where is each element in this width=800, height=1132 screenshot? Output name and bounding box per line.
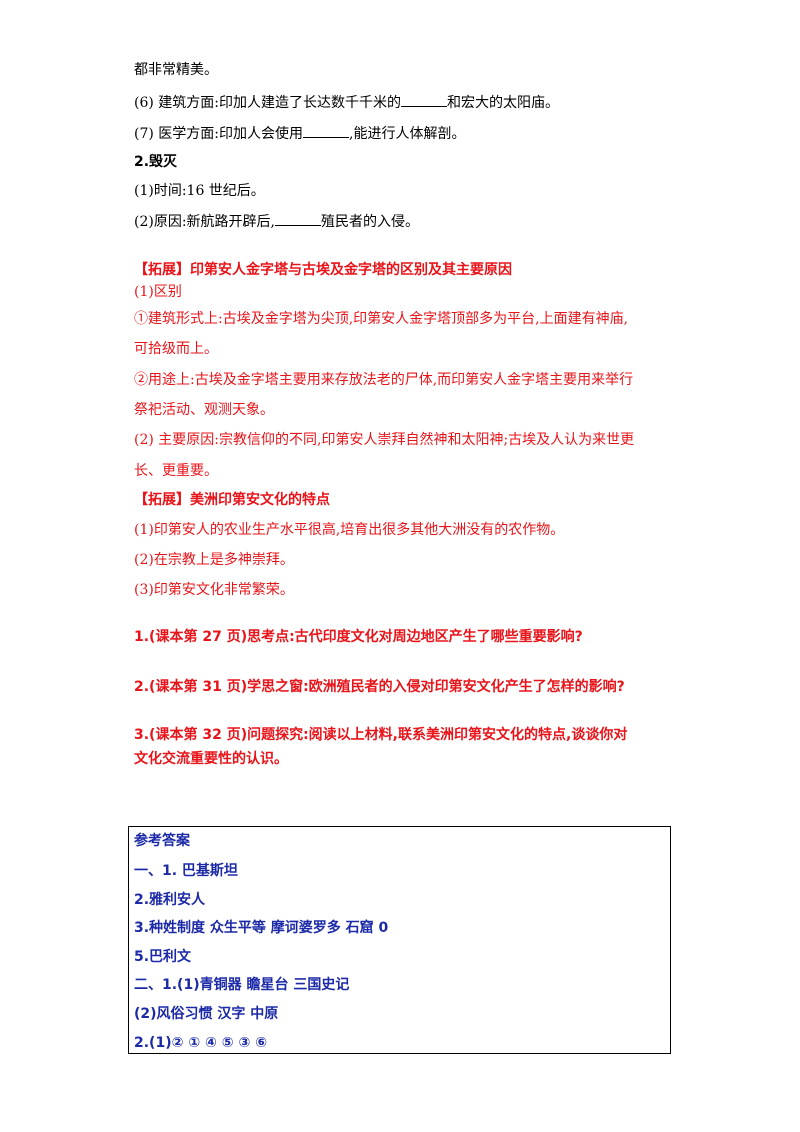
- question: 1.(课本第 27 页)思考点:古代印度文化对周边地区产生了哪些重要影响?: [134, 629, 583, 645]
- text-segment: (6) 建筑方面:印加人建造了长达数千千米的: [134, 95, 401, 111]
- answer-line: 3.种姓制度 众生平等 摩诃婆罗多 石窟 0: [134, 920, 389, 936]
- section-heading: 2.毁灭: [134, 154, 178, 170]
- answer-line: 一、1. 巴基斯坦: [134, 863, 238, 879]
- extension-text: ②用途上:古埃及金字塔主要用来存放法老的尸体,而印第安人金字塔主要用来举行: [134, 372, 634, 388]
- fill-blank[interactable]: [303, 123, 349, 138]
- text-line: 都非常精美。: [134, 62, 218, 78]
- answer-title: 参考答案: [134, 833, 190, 849]
- extension-text: ①建筑形式上:古埃及金字塔为尖顶,印第安人金字塔顶部多为平台,上面建有神庙,: [134, 311, 629, 327]
- text-segment: 和宏大的太阳庙。: [447, 95, 559, 111]
- text-segment: ,能进行人体解剖。: [349, 126, 466, 142]
- question: 3.(课本第 32 页)问题探究:阅读以上材料,联系美洲印第安文化的特点,谈谈你…: [134, 727, 628, 743]
- text-line-medicine: (7) 医学方面:印加人会使用 ,能进行人体解剖。: [134, 123, 465, 144]
- answer-line: (2)风俗习惯 汉字 中原: [134, 1006, 279, 1022]
- answer-line: 5.巴利文: [134, 949, 192, 965]
- extension-text: (1)区别: [134, 284, 182, 300]
- answer-line: 二、1.(1)青铜器 瞻星台 三国史记: [134, 977, 350, 993]
- text-segment: (2)原因:新航路开辟后,: [134, 214, 275, 230]
- extension-text: (2)在宗教上是多神崇拜。: [134, 552, 294, 568]
- text-segment: 殖民者的入侵。: [321, 214, 419, 230]
- text-line-reason: (2)原因:新航路开辟后, 殖民者的入侵。: [134, 211, 419, 232]
- question: 文化交流重要性的认识。: [134, 751, 288, 767]
- question: 2.(课本第 31 页)学思之窗:欧洲殖民者的入侵对印第安文化产生了怎样的影响?: [134, 679, 625, 695]
- extension-title: 【拓展】美洲印第安文化的特点: [134, 492, 330, 508]
- extension-text: (1)印第安人的农业生产水平很高,培育出很多其他大洲没有的农作物。: [134, 522, 565, 538]
- answer-line: 2.(1)② ① ④ ⑤ ③ ⑥: [134, 1035, 268, 1051]
- extension-text: (3)印第安文化非常繁荣。: [134, 582, 294, 598]
- fill-blank[interactable]: [401, 92, 447, 107]
- text-line: (1)时间:16 世纪后。: [134, 183, 265, 199]
- extension-text: 祭祀活动、观测天象。: [134, 402, 274, 418]
- answer-box: [128, 826, 671, 1054]
- extension-text: 长、更重要。: [134, 463, 218, 479]
- text-line-architecture: (6) 建筑方面:印加人建造了长达数千千米的 和宏大的太阳庙。: [134, 92, 559, 113]
- fill-blank[interactable]: [275, 211, 321, 226]
- text-segment: (7) 医学方面:印加人会使用: [134, 126, 303, 142]
- extension-text: 可拾级而上。: [134, 341, 218, 357]
- answer-line: 2.雅利安人: [134, 892, 206, 908]
- extension-title: 【拓展】印第安人金字塔与古埃及金字塔的区别及其主要原因: [134, 262, 512, 278]
- extension-text: (2) 主要原因:宗教信仰的不同,印第安人崇拜自然神和太阳神;古埃及人认为来世更: [134, 432, 635, 448]
